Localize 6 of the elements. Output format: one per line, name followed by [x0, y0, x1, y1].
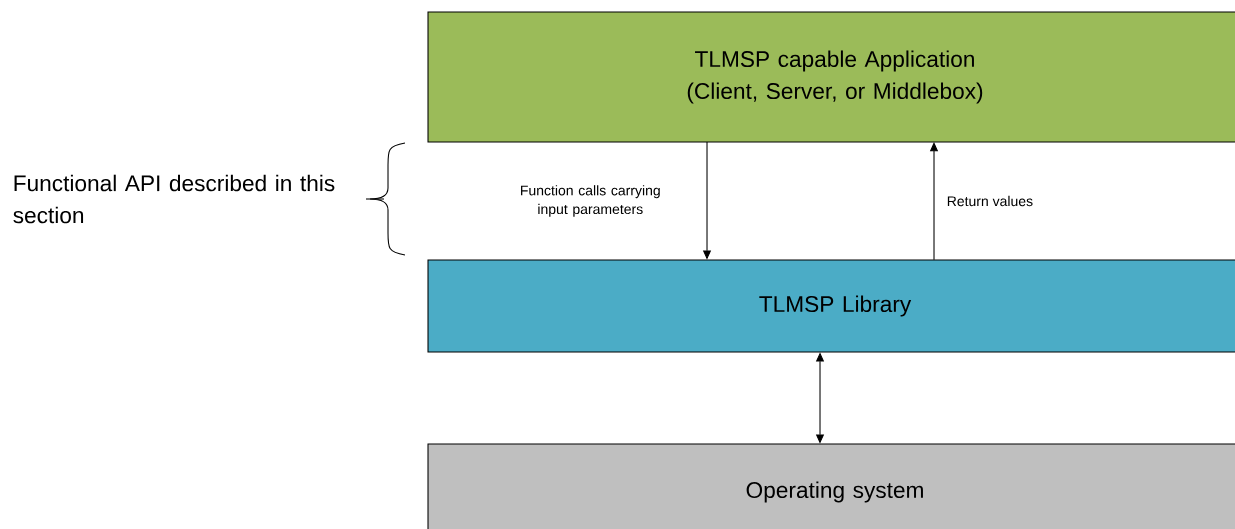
- layer-box: TLMSP capable Application (Client, Server, or Middlebox): [427, 11, 1235, 143]
- layer-box: TLMSP Library: [427, 259, 1235, 353]
- annotation-text: Functional API described in this section: [13, 174, 335, 224]
- edge-label: Function calls carrying input parameters: [521, 185, 660, 217]
- edge-label: Return values: [947, 195, 1033, 207]
- layer-box: Operating system: [427, 443, 1235, 529]
